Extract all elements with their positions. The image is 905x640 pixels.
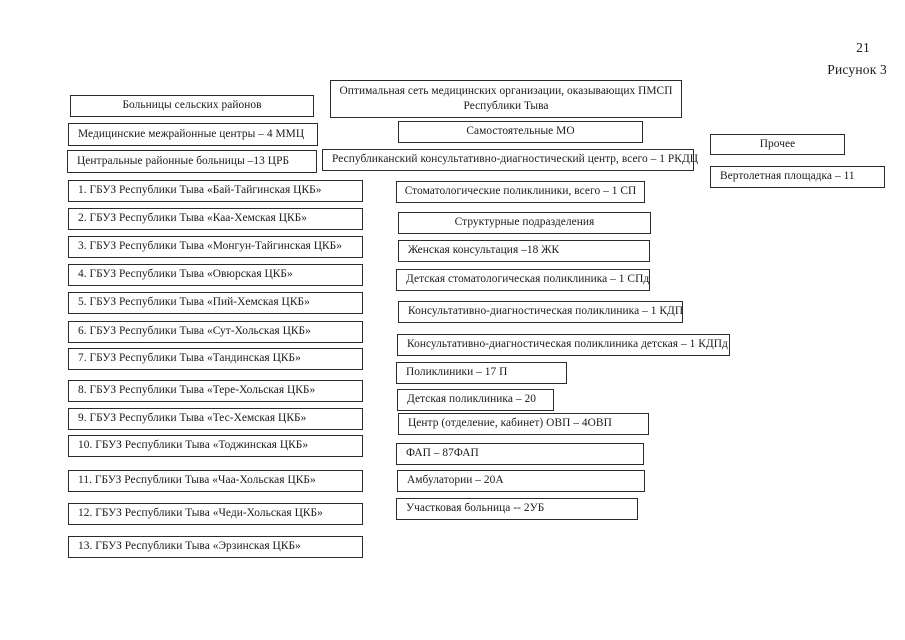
hospital-item-12: 12. ГБУЗ Республики Тыва «Чеди-Хольская …: [68, 503, 363, 525]
hospital-item-8: 8. ГБУЗ Республики Тыва «Тере-Хольская Ц…: [68, 380, 363, 402]
subdivision-item-5: Детская поликлиника – 20: [397, 389, 554, 411]
left-summary-item-1: Центральные районные больницы –13 ЦРБ: [67, 150, 317, 173]
diagram-root-title: Оптимальная сеть медицинских организации…: [330, 80, 682, 118]
subdivision-item-9: Участковая больница -- 2УБ: [396, 498, 638, 520]
left-summary-item-0: Медицинские межрайонные центры – 4 ММЦ: [68, 123, 318, 146]
right-item-0: Вертолетная площадка – 11: [710, 166, 885, 188]
hospital-item-7: 7. ГБУЗ Республики Тыва «Тандинская ЦКБ»: [68, 348, 363, 370]
subdivision-item-6: Центр (отделение, кабинет) ОВП – 4ОВП: [398, 413, 649, 435]
subdivision-item-1: Детская стоматологическая поликлиника – …: [396, 269, 650, 291]
hospital-item-3: 3. ГБУЗ Республики Тыва «Монгун-Тайгинск…: [68, 236, 363, 258]
subdivision-item-3: Консультативно-диагностическая поликлини…: [397, 334, 730, 356]
center-group-title: Самостоятельные МО: [398, 121, 643, 143]
hospital-item-5: 5. ГБУЗ Республики Тыва «Пий-Хемская ЦКБ…: [68, 292, 363, 314]
left-group-title: Больницы сельских районов: [70, 95, 314, 117]
hospital-item-4: 4. ГБУЗ Республики Тыва «Овюрская ЦКБ»: [68, 264, 363, 286]
right-group-title: Прочее: [710, 134, 845, 155]
figure-caption: Рисунок 3: [827, 62, 887, 77]
subdivisions-title: Структурные подразделения: [398, 212, 651, 234]
hospital-item-11: 11. ГБУЗ Республики Тыва «Чаа-Хольская Ц…: [68, 470, 363, 492]
independent-item-1: Стоматологические поликлиники, всего – 1…: [396, 181, 645, 203]
independent-item-0: Республиканский консультативно-диагности…: [322, 149, 698, 171]
subdivision-item-2: Консультативно-диагностическая поликлини…: [398, 301, 683, 323]
hospital-item-6: 6. ГБУЗ Республики Тыва «Сут-Хольская ЦК…: [68, 321, 363, 343]
hospital-item-10: 10. ГБУЗ Республики Тыва «Тоджинская ЦКБ…: [68, 435, 363, 457]
subdivision-item-0: Женская консультация –18 ЖК: [398, 240, 650, 262]
subdivision-item-8: Амбулатории – 20А: [397, 470, 645, 492]
subdivision-item-7: ФАП – 87ФАП: [396, 443, 644, 465]
hospital-item-2: 2. ГБУЗ Республики Тыва «Каа-Хемская ЦКБ…: [68, 208, 363, 230]
hospital-item-13: 13. ГБУЗ Республики Тыва «Эрзинская ЦКБ»: [68, 536, 363, 558]
page-number: 21: [856, 40, 870, 55]
hospital-item-1: 1. ГБУЗ Республики Тыва «Бай-Тайгинская …: [68, 180, 363, 202]
subdivision-item-4: Поликлиники – 17 П: [396, 362, 567, 384]
hospital-item-9: 9. ГБУЗ Республики Тыва «Тес-Хемская ЦКБ…: [68, 408, 363, 430]
